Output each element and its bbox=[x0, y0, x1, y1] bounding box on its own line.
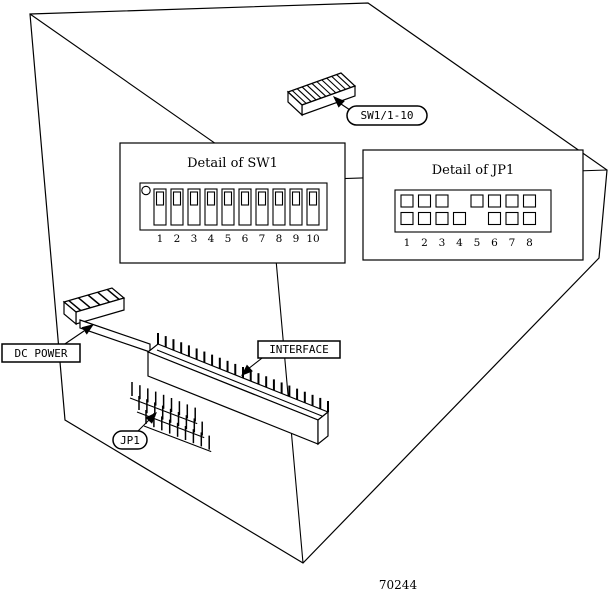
interface-slot-line bbox=[156, 349, 323, 417]
interface-callout-box bbox=[257, 340, 341, 359]
callout-sw1: SW1/1-10 bbox=[333, 96, 428, 126]
svg-text:9: 9 bbox=[293, 233, 300, 245]
jp1-block-frame bbox=[394, 189, 552, 233]
sw1-detail-title: Detail of SW1 bbox=[187, 156, 278, 171]
dc-power-connector bbox=[62, 287, 151, 353]
callout-jp1: JP1 bbox=[112, 412, 157, 450]
sw1-iso-left-face bbox=[287, 90, 303, 117]
svg-text:3: 3 bbox=[439, 237, 446, 249]
sw1-callout-box bbox=[346, 105, 428, 126]
interface-connector bbox=[146, 333, 330, 446]
dc-power-arrowhead-icon bbox=[81, 324, 94, 335]
svg-text:4: 4 bbox=[208, 233, 215, 245]
jp1-callout-label: JP1 bbox=[120, 434, 140, 447]
sw1-switch-ticks bbox=[291, 74, 351, 104]
svg-text:8: 8 bbox=[526, 237, 533, 249]
interface-arrowhead-icon bbox=[241, 364, 253, 376]
figure-number: 70244 bbox=[379, 578, 418, 592]
sw1-arrowhead-icon bbox=[333, 96, 345, 108]
sw1-switch-body bbox=[139, 182, 328, 231]
dc-connector-pins bbox=[68, 288, 120, 312]
svg-text:2: 2 bbox=[174, 233, 181, 245]
sw1-switch-iso bbox=[286, 72, 357, 117]
svg-text:8: 8 bbox=[276, 233, 283, 245]
svg-text:6: 6 bbox=[491, 237, 498, 249]
svg-text:4: 4 bbox=[456, 237, 463, 249]
svg-text:5: 5 bbox=[474, 237, 481, 249]
jp1-jumper-pins bbox=[129, 382, 212, 453]
interface-callout-label: INTERFACE bbox=[269, 343, 329, 356]
interface-end-face bbox=[317, 410, 329, 446]
svg-text:1: 1 bbox=[157, 233, 164, 245]
callout-dc-power: DC POWER bbox=[1, 324, 94, 363]
dc-power-callout-label: DC POWER bbox=[15, 347, 68, 360]
jp1-callout-box bbox=[112, 430, 148, 450]
jp1-detail-frame bbox=[362, 149, 584, 261]
svg-text:6: 6 bbox=[242, 233, 249, 245]
dc-connector-left-face bbox=[63, 300, 77, 326]
svg-text:3: 3 bbox=[191, 233, 198, 245]
jp1-detail-title: Detail of JP1 bbox=[432, 163, 515, 178]
svg-text:7: 7 bbox=[509, 237, 516, 249]
jp1-arrowhead-icon bbox=[145, 412, 157, 424]
svg-text:5: 5 bbox=[225, 233, 232, 245]
interface-pins bbox=[157, 333, 329, 412]
svg-text:7: 7 bbox=[259, 233, 266, 245]
callout-interface: INTERFACE bbox=[241, 340, 341, 376]
dc-power-callout-box bbox=[1, 343, 81, 363]
svg-text:2: 2 bbox=[421, 237, 428, 249]
svg-text:10: 10 bbox=[306, 233, 319, 245]
svg-text:1: 1 bbox=[404, 237, 411, 249]
sw1-callout-label: SW1/1-10 bbox=[361, 109, 414, 122]
pin1-indicator bbox=[141, 185, 151, 196]
